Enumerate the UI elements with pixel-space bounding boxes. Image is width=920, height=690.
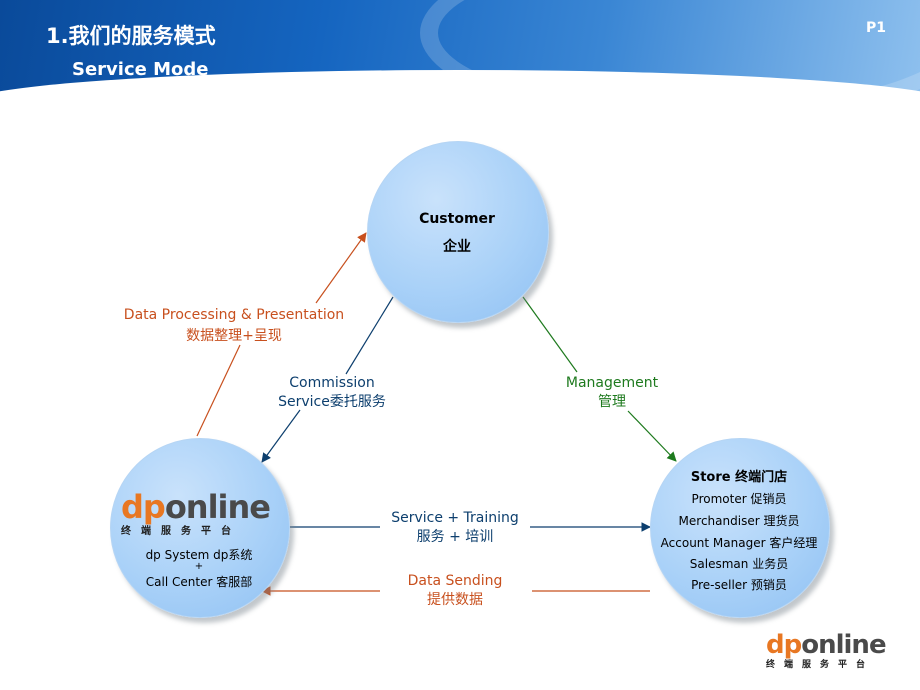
- edge-commission-en: Commission: [289, 375, 375, 391]
- dp-logo-dp: dp: [121, 488, 166, 526]
- arrow-commission-upper: [345, 296, 394, 375]
- footer-logo: dponline 终端服务平台: [766, 632, 892, 670]
- store-title: Store 终端门店: [690, 470, 788, 485]
- customer-label-en: Customer: [419, 211, 495, 227]
- customer-label-cn: 企业: [443, 239, 471, 255]
- store-node: [650, 438, 830, 618]
- dp-node-logo: dponline 终端服务平台: [121, 491, 277, 537]
- store-item-merchandiser: Merchandiser 理货员: [678, 514, 800, 528]
- edge-commission-cn: Service委托服务: [278, 394, 386, 410]
- header-banner: [0, 0, 920, 98]
- footer-logo-dp: dp: [766, 630, 802, 660]
- page-number: P1: [866, 20, 887, 36]
- dp-system-label: dp System dp系统: [145, 548, 253, 562]
- arrow-data-processing-lower: [196, 344, 241, 437]
- edge-management-en: Management: [565, 375, 659, 391]
- call-center-label: Call Center 客服部: [145, 575, 253, 589]
- edge-data-sending-en: Data Sending: [407, 573, 503, 589]
- store-item-account-manager: Account Manager 客户经理: [660, 536, 818, 550]
- edge-data-processing-en: Data Processing & Presentation: [123, 307, 345, 323]
- arrow-management-upper: [522, 296, 578, 373]
- edge-data-processing-cn: 数据整理+呈现: [186, 328, 282, 344]
- dp-node: [110, 438, 290, 618]
- edge-service-training-cn: 服务 + 培训: [416, 529, 494, 545]
- store-item-promoter: Promoter 促销员: [691, 492, 787, 506]
- store-item-pre-seller: Pre-seller 预销员: [691, 578, 787, 592]
- customer-node: [367, 141, 549, 323]
- dp-plus-label: +: [194, 561, 204, 572]
- edge-data-sending-cn: 提供数据: [427, 592, 483, 608]
- footer-logo-sub: 终端服务平台: [766, 660, 875, 670]
- edge-service-training-en: Service + Training: [391, 510, 519, 526]
- store-item-salesman: Salesman 业务员: [689, 557, 789, 571]
- arrow-data-processing-upper: [315, 232, 367, 304]
- page-title-en: Service Mode: [72, 59, 209, 80]
- arrow-management-lower: [627, 410, 677, 462]
- page-title-cn: 1.我们的服务模式: [46, 24, 216, 48]
- footer-logo-online: online: [801, 630, 886, 660]
- edge-management-cn: 管理: [598, 394, 626, 410]
- dp-logo-sub: 终端服务平台: [121, 526, 241, 537]
- dp-logo-online: online: [164, 488, 271, 526]
- arrow-commission-lower: [261, 409, 301, 463]
